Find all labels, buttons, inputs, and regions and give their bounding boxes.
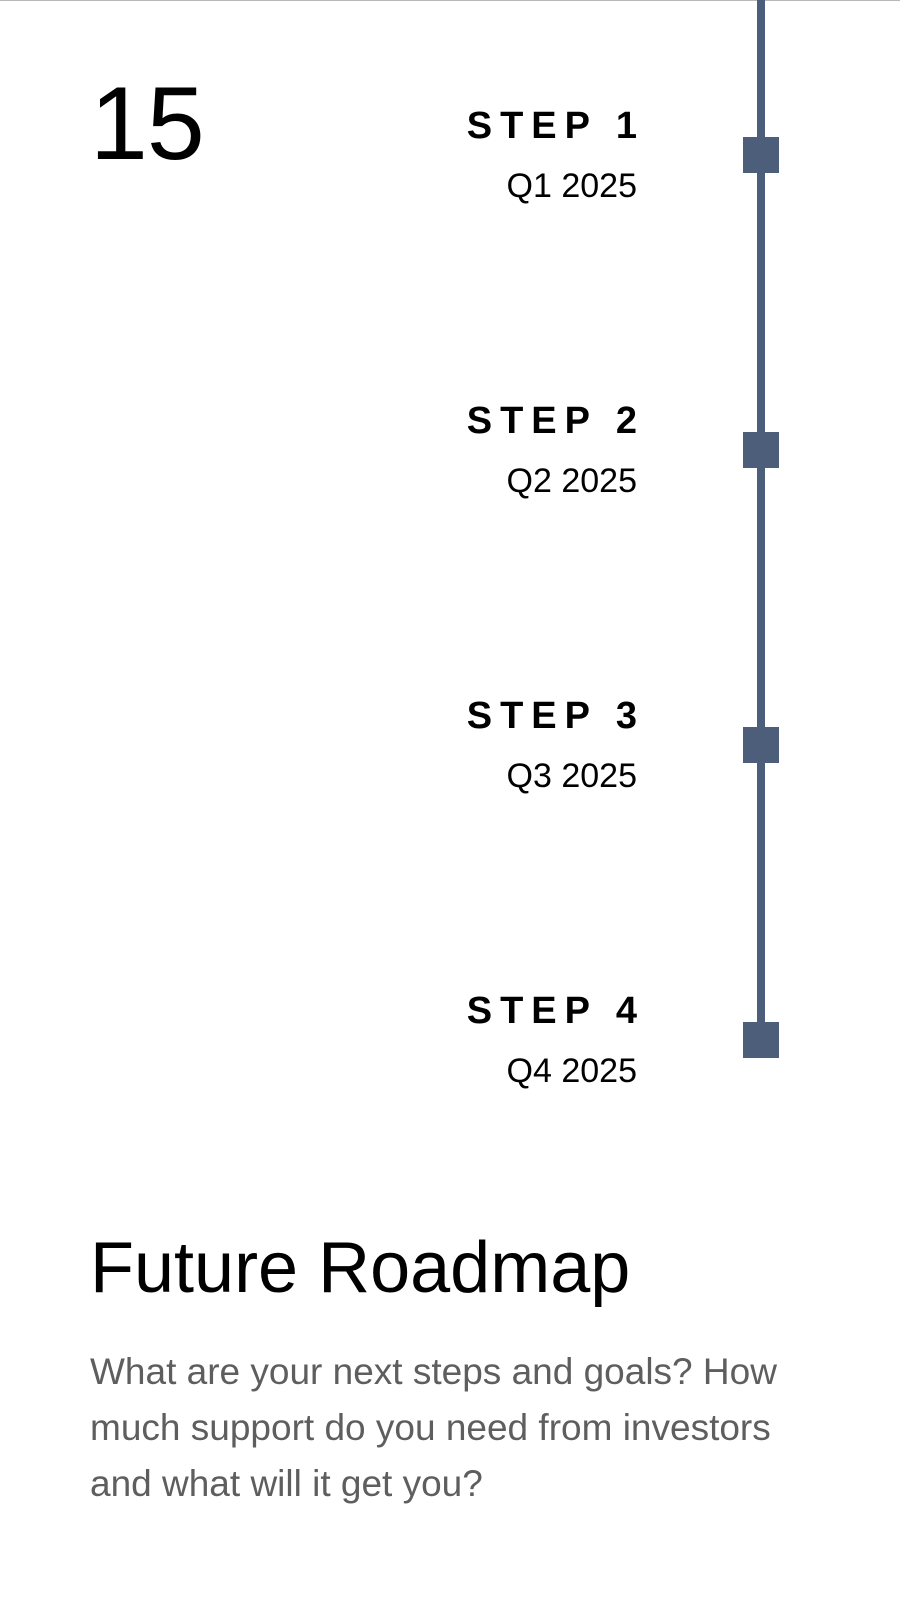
timeline-step-3: STEP 3 Q3 2025 [467,697,637,793]
timeline-step-2: STEP 2 Q2 2025 [467,402,637,498]
timeline-node-step-2 [743,432,779,468]
step-title: STEP 3 [466,695,645,737]
slide-number: 15 [90,66,205,182]
page-title: Future Roadmap [90,1228,631,1308]
top-divider [0,0,900,1]
timeline-node-step-3 [743,727,779,763]
step-date: Q3 2025 [506,757,637,795]
step-title: STEP 4 [466,990,645,1032]
step-date: Q1 2025 [506,167,637,205]
step-date: Q2 2025 [506,462,637,500]
description-text: What are your next steps and goals? How … [90,1351,777,1504]
step-title: STEP 1 [466,105,645,147]
timeline-node-step-4 [743,1022,779,1058]
timeline-step-4: STEP 4 Q4 2025 [467,992,637,1088]
step-date: Q4 2025 [506,1052,637,1090]
step-title: STEP 2 [466,400,645,442]
timeline-line [757,0,765,1050]
timeline-node-step-1 [743,137,779,173]
timeline-step-1: STEP 1 Q1 2025 [467,107,637,203]
